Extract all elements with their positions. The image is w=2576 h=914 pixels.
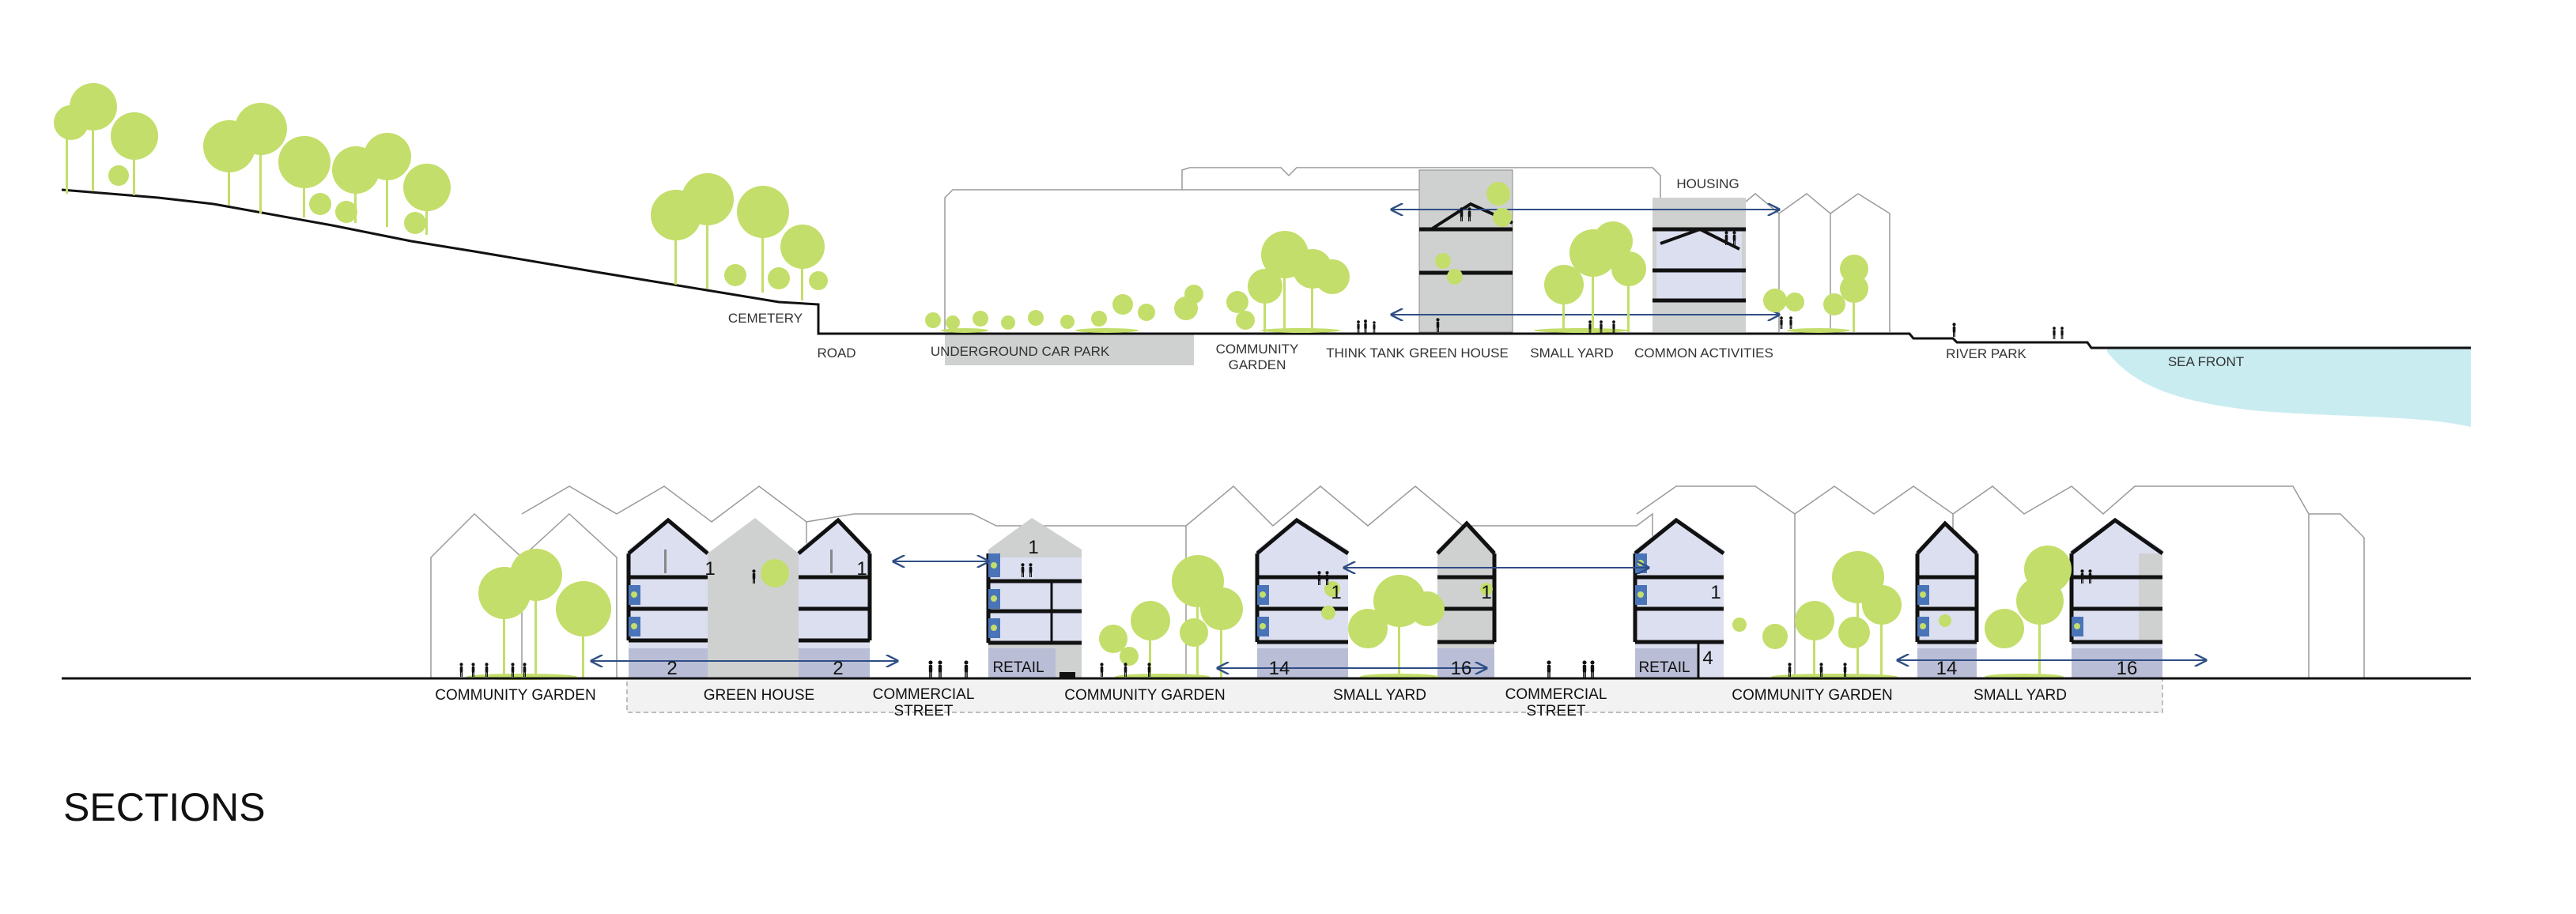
unit-retail-b-top: 1 [1710,582,1720,603]
retail-b-block [1633,517,1725,678]
label-commercial-street-b: COMMERCIAL [1505,686,1607,703]
small-yard-b-right [2069,517,2164,678]
green-house-block [626,517,872,678]
unit-gh-right-top: 1 [856,558,867,580]
unit-yard-b-right-ground: 16 [2117,658,2138,679]
unit-retail-a-top: 1 [1028,537,1038,558]
label-common-activities: COMMON ACTIVITIES [1634,346,1773,361]
unit-retail-a: RETAIL [992,659,1044,676]
unit-gh-left-top: 1 [704,558,715,580]
unit-retail-b-side: 4 [1702,648,1713,669]
sea-water [2107,346,2471,427]
label-think-tank: THINK TANK [1326,346,1405,361]
unit-yard-a-right-ground: 16 [1451,658,1472,679]
unit-retail-b: RETAIL [1638,659,1690,676]
unit-gh-left-ground: 2 [667,658,677,679]
label-community-garden-c: COMMUNITY GARDEN [1732,687,1892,704]
page-title: SECTIONS [63,785,266,829]
ghost-buildings-top [944,167,1890,332]
label-commercial-street-b-2: STREET [1527,703,1586,719]
unit-gh-right-ground: 2 [833,658,843,679]
label-community-garden-b: COMMUNITY GARDEN [1064,687,1225,704]
label-cemetery: CEMETERY [728,311,803,326]
label-green-house-bottom: GREEN HOUSE [704,687,814,704]
label-community-garden: COMMUNITY [1216,342,1299,357]
label-commercial-street-a: COMMERCIAL [873,686,975,703]
unit-yard-a-right-top: 1 [1481,582,1491,603]
retail-a-block [986,518,1082,678]
label-small-yard: SMALL YARD [1530,346,1614,361]
trees-top [54,83,1868,333]
top-ground-line [61,188,2471,349]
small-yard-b-left [1915,520,1979,678]
label-green-house: GREEN HOUSE [1409,346,1509,361]
label-community-garden-2: GARDEN [1229,357,1286,372]
label-road: ROAD [817,346,856,361]
underground-car-park [945,334,1194,365]
trees-bottom [466,546,2072,680]
label-commercial-street-a-2: STREET [894,703,954,719]
label-community-garden-a: COMMUNITY GARDEN [435,687,595,704]
unit-yard-b-left-ground: 14 [1936,658,1958,679]
label-small-yard-b: SMALL YARD [1974,687,2067,704]
bottom-section: 1 1 2 2 1 RETAIL 1 14 1 16 1 RETAIL 4 14… [62,485,2471,719]
top-section: CEMETERY ROAD UNDERGROUND CAR PARK COMMU… [54,83,2471,427]
label-housing: HOUSING [1676,176,1739,191]
label-car-park: UNDERGROUND CAR PARK [931,344,1110,359]
unit-yard-a-left-ground: 14 [1269,658,1290,679]
unit-yard-a-top: 1 [1331,582,1341,603]
label-small-yard-a: SMALL YARD [1333,687,1426,704]
label-sea-front: SEA FRONT [2168,354,2244,369]
label-river-park: RIVER PARK [1946,346,2026,361]
